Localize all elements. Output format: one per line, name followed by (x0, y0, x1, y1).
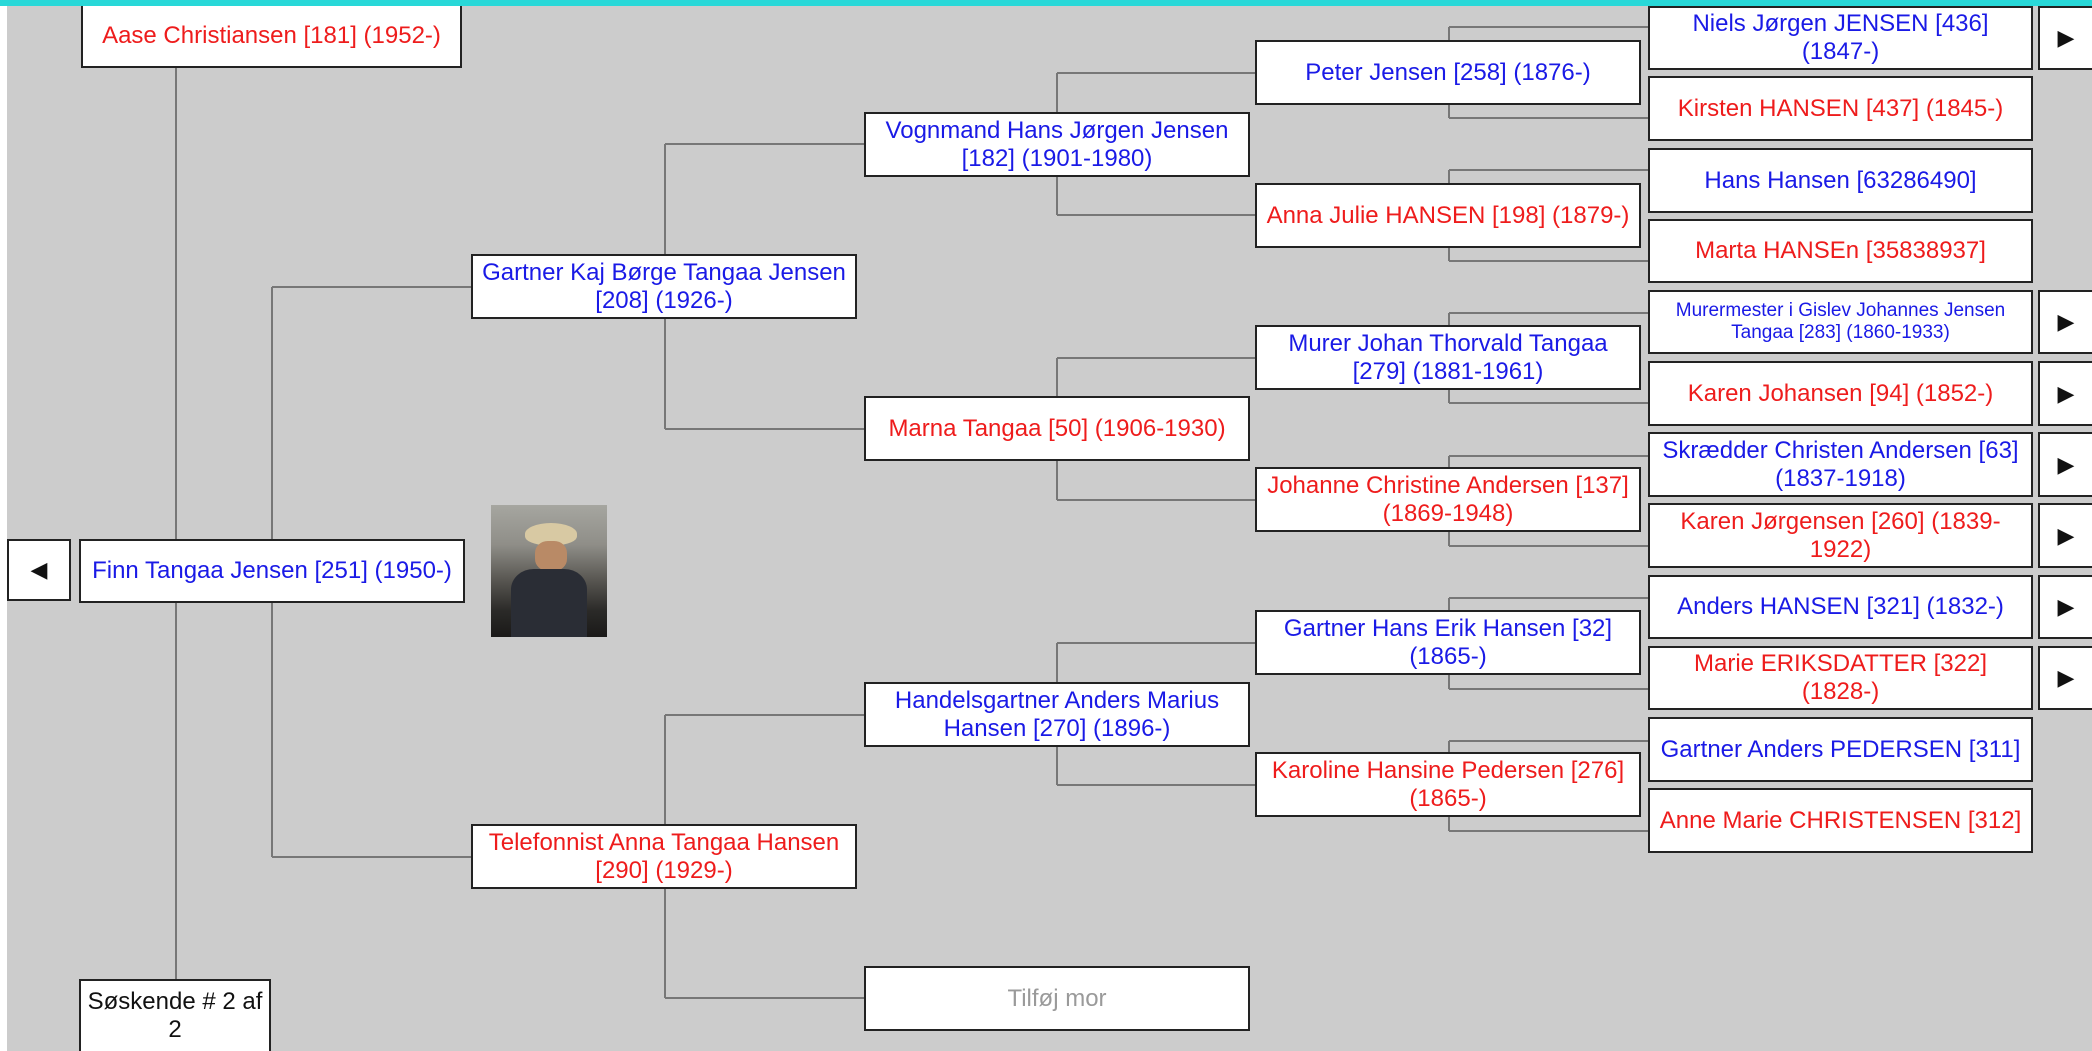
great-grandparent-box[interactable]: Murer Johan Thorvald Tangaa [279] (1881-… (1255, 325, 1641, 390)
triangle-right-icon: ▶ (2057, 522, 2075, 548)
mother-name: Telefonnist Anna Tangaa Hansen [290] (19… (488, 828, 840, 884)
person-name: Johanne Christine Andersen [137] (1869-1… (1267, 471, 1629, 527)
person-name: Anne Marie CHRISTENSEN [312] (1659, 806, 2022, 834)
triangle-right-icon: ▶ (2057, 380, 2075, 406)
great-grandparent-box[interactable]: Anna Julie HANSEN [198] (1879-) (1255, 183, 1641, 248)
person-name: Peter Jensen [258] (1876-) (1305, 58, 1591, 86)
top-accent-bar (0, 0, 2092, 6)
person-name: Karoline Hansine Pedersen [276] (1865-) (1271, 756, 1625, 812)
person-name: Marie ERIKSDATTER [322] (1828-) (1694, 650, 1987, 705)
person-name: Vognmand Hans Jørgen Jensen [182] (1901-… (885, 116, 1229, 172)
triangle-right-icon: ▶ (2057, 594, 2075, 619)
expand-ancestors-button[interactable]: ▶ (2038, 361, 2092, 426)
person-photo[interactable] (491, 505, 607, 637)
spouse-box[interactable]: Aase Christiansen [181] (1952-) (81, 6, 462, 68)
triangle-left-icon: ◀ (30, 557, 48, 582)
person-name: Skrædder Christen Andersen [63] (1837-19… (1662, 436, 2019, 492)
gg-grandparent-box[interactable]: Skrædder Christen Andersen [63] (1837-19… (1648, 432, 2033, 497)
mother-box[interactable]: Telefonnist Anna Tangaa Hansen [290] (19… (471, 824, 857, 889)
paternal-grandfather-box[interactable]: Vognmand Hans Jørgen Jensen [182] (1901-… (864, 112, 1250, 177)
siblings-button[interactable]: Søskende # 2 af 2 (79, 979, 271, 1051)
add-mother-label: Tilføj mor (1007, 984, 1107, 1012)
gg-grandparent-box[interactable]: Niels Jørgen JENSEN [436] (1847-) (1648, 6, 2033, 70)
great-grandparent-box[interactable]: Peter Jensen [258] (1876-) (1255, 40, 1641, 105)
person-name: Karen Jørgensen [260] (1839-1922) (1680, 507, 2001, 563)
expand-ancestors-button[interactable]: ▶ (2038, 503, 2092, 568)
gg-grandparent-box[interactable]: Karen Johansen [94] (1852-) (1648, 361, 2033, 426)
gg-grandparent-box[interactable]: Marta HANSEn [35838937] (1648, 219, 2033, 283)
person-name: Karen Johansen [94] (1852-) (1687, 379, 1994, 407)
root-person-name: Finn Tangaa Jensen [251] (1950-) (92, 557, 452, 584)
person-name: Niels Jørgen JENSEN [436] (1847-) (1692, 10, 1989, 65)
gg-grandparent-box[interactable]: Kirsten HANSEN [437] (1845-) (1648, 76, 2033, 141)
person-name: Gartner Anders PEDERSEN [311] (1660, 735, 2021, 763)
left-edge-strip (0, 6, 7, 1051)
person-name: Marta HANSEn [35838937] (1695, 237, 1986, 264)
gg-grandparent-box[interactable]: Gartner Anders PEDERSEN [311] (1648, 717, 2033, 782)
maternal-grandfather-box[interactable]: Handelsgartner Anders Marius Hansen [270… (864, 682, 1250, 747)
triangle-right-icon: ▶ (2057, 309, 2075, 334)
person-name: Kirsten HANSEN [437] (1845-) (1677, 94, 2004, 122)
gg-grandparent-box[interactable]: Karen Jørgensen [260] (1839-1922) (1648, 503, 2033, 568)
person-name: Anders HANSEN [321] (1832-) (1677, 593, 2004, 620)
gg-grandparent-box[interactable]: Anders HANSEN [321] (1832-) (1648, 575, 2033, 639)
paternal-grandmother-box[interactable]: Marna Tangaa [50] (1906-1930) (864, 396, 1250, 461)
father-box[interactable]: Gartner Kaj Børge Tangaa Jensen [208] (1… (471, 254, 857, 319)
person-name: Gartner Hans Erik Hansen [32] (1865-) (1283, 614, 1613, 670)
person-name: Murer Johan Thorvald Tangaa [279] (1881-… (1288, 329, 1608, 385)
great-grandparent-box[interactable]: Karoline Hansine Pedersen [276] (1865-) (1255, 752, 1641, 817)
gg-grandparent-box[interactable]: Marie ERIKSDATTER [322] (1828-) (1648, 646, 2033, 710)
father-name: Gartner Kaj Børge Tangaa Jensen [208] (1… (482, 258, 846, 314)
gg-grandparent-box[interactable]: Hans Hansen [63286490] (1648, 148, 2033, 213)
person-name: Marna Tangaa [50] (1906-1930) (888, 414, 1226, 442)
gg-grandparent-box[interactable]: Anne Marie CHRISTENSEN [312] (1648, 788, 2033, 853)
person-name: Hans Hansen [63286490] (1704, 166, 1977, 194)
person-name: Anna Julie HANSEN [198] (1879-) (1266, 201, 1630, 229)
expand-ancestors-button[interactable]: ▶ (2038, 6, 2092, 70)
triangle-right-icon: ▶ (2057, 665, 2075, 690)
person-name: Handelsgartner Anders Marius Hansen [270… (894, 686, 1220, 742)
siblings-label: Søskende # 2 af 2 (87, 988, 263, 1043)
great-grandparent-box[interactable]: Gartner Hans Erik Hansen [32] (1865-) (1255, 610, 1641, 675)
gg-grandparent-box[interactable]: Murermester i Gislev Johannes Jensen Tan… (1648, 290, 2033, 354)
root-person-box[interactable]: Finn Tangaa Jensen [251] (1950-) (79, 539, 465, 603)
expand-ancestors-button[interactable]: ▶ (2038, 432, 2092, 497)
spouse-name: Aase Christiansen [181] (1952-) (102, 22, 441, 49)
triangle-right-icon: ▶ (2057, 25, 2075, 50)
triangle-right-icon: ▶ (2057, 451, 2075, 477)
expand-ancestors-button[interactable]: ▶ (2038, 646, 2092, 710)
expand-ancestors-button[interactable]: ▶ (2038, 290, 2092, 354)
add-mother-button[interactable]: Tilføj mor (864, 966, 1250, 1031)
great-grandparent-box[interactable]: Johanne Christine Andersen [137] (1869-1… (1255, 467, 1641, 532)
back-button[interactable]: ◀ (7, 539, 71, 601)
expand-ancestors-button[interactable]: ▶ (2038, 575, 2092, 639)
person-name: Murermester i Gislev Johannes Jensen Tan… (1675, 300, 2006, 343)
